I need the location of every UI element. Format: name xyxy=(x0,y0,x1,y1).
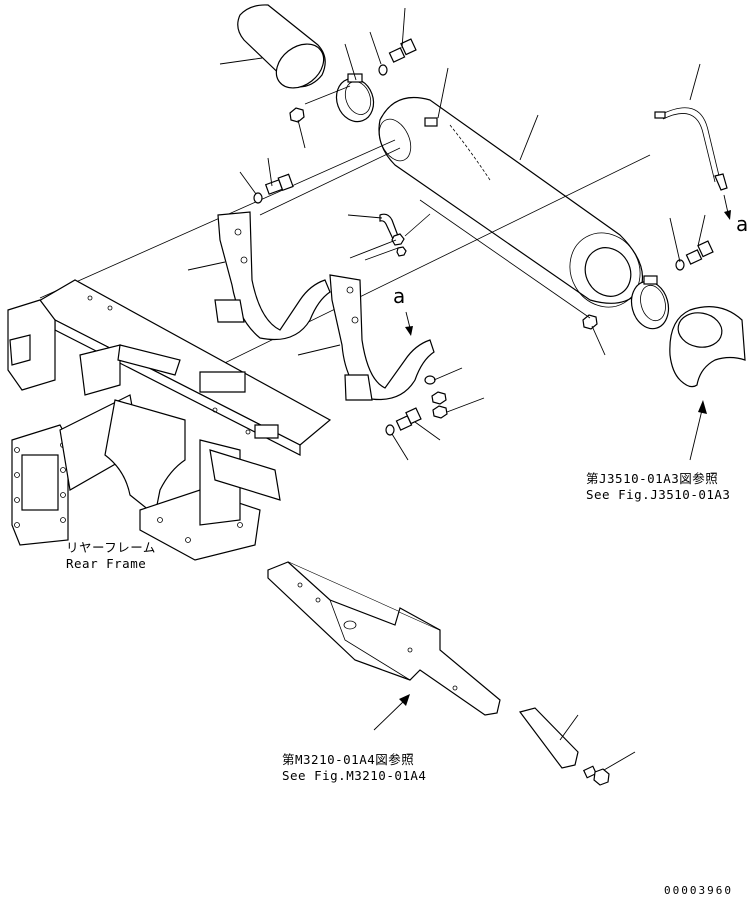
nut-lower-2 xyxy=(432,405,448,419)
washer-stay xyxy=(396,246,407,257)
nut-lower-1 xyxy=(431,391,447,405)
marker-a-right: a xyxy=(736,212,749,236)
washer-lower xyxy=(424,375,436,385)
muffler-bracket-left xyxy=(214,211,331,341)
bolt-right xyxy=(685,240,714,265)
washer-bracket xyxy=(253,192,263,204)
arrow-marker-right xyxy=(723,194,731,220)
rear-frame-jp: リヤーフレーム xyxy=(66,540,156,555)
muffler xyxy=(378,96,644,308)
arrow-marker-mid xyxy=(405,311,413,336)
drawing-number: 00003960 xyxy=(664,884,733,897)
assembly-lines xyxy=(39,85,651,381)
leader-lines xyxy=(187,7,706,771)
lower-cover xyxy=(267,561,501,716)
bolt-bracket xyxy=(264,173,294,195)
washer-bolt-lower xyxy=(385,424,395,436)
rear-frame xyxy=(7,279,332,561)
clamp-right xyxy=(630,275,670,330)
ref-m3210-en: See Fig.M3210-01A4 xyxy=(282,768,427,783)
cable xyxy=(654,107,728,191)
nut-top xyxy=(289,107,305,123)
lower-stay xyxy=(518,707,579,769)
arrow-ref-m3210 xyxy=(373,694,410,731)
ref-j3510-en: See Fig.J3510-01A3 xyxy=(586,487,731,502)
arrow-ref-j3510 xyxy=(689,400,707,461)
bolt-top xyxy=(388,38,417,63)
inlet-pipe xyxy=(237,4,326,89)
clamp-top xyxy=(335,73,375,123)
nut-right xyxy=(582,314,598,330)
ref-m3210-jp: 第M3210-01A4図参照 xyxy=(282,752,415,767)
marker-a-mid: a xyxy=(393,284,406,308)
ref-j3510-jp: 第J3510-01A3図参照 xyxy=(586,471,719,486)
rear-frame-en: Rear Frame xyxy=(66,556,147,571)
bolt-lower xyxy=(395,407,422,431)
tail-pipe xyxy=(669,306,746,388)
washer-top xyxy=(378,64,388,76)
nut-stay xyxy=(391,233,405,246)
muffler-bracket-right xyxy=(329,274,435,401)
bolt-cover xyxy=(582,765,610,786)
